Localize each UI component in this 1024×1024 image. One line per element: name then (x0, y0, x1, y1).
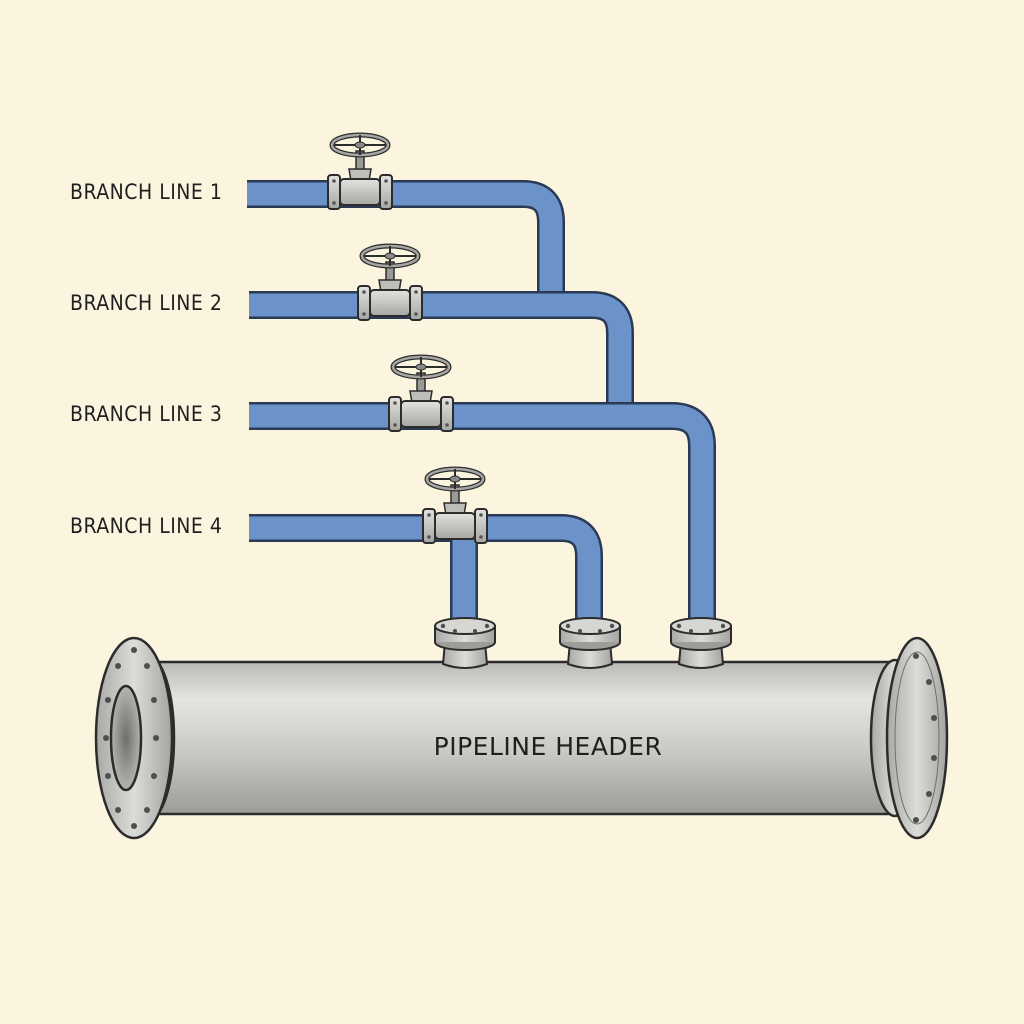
pipeline-header-label: PIPELINE HEADER (434, 732, 663, 761)
pipe-flange-icon (559, 617, 621, 669)
gate-valve-icon[interactable] (358, 246, 422, 320)
branch-labels: BRANCH LINE 1 BRANCH LINE 2 BRANCH LINE … (70, 180, 222, 538)
pipeline-header: PIPELINE HEADER (94, 636, 949, 840)
gate-valve-icon[interactable] (423, 469, 487, 543)
header-right-flange (869, 636, 949, 840)
pipe-flange-icon (670, 617, 732, 669)
branch-line-4-label: BRANCH LINE 4 (70, 514, 222, 538)
branch-line-4-pipe (249, 514, 603, 624)
gate-valve-icon[interactable] (389, 357, 453, 431)
branch-pipes (247, 180, 716, 624)
header-nozzles (434, 617, 732, 669)
branch-line-1-label: BRANCH LINE 1 (70, 180, 222, 204)
gate-valve-icon[interactable] (328, 135, 392, 209)
branch-line-3-label: BRANCH LINE 3 (70, 402, 222, 426)
header-left-flange (94, 636, 176, 840)
pipe-flange-icon (434, 617, 496, 669)
branch-line-2-label: BRANCH LINE 2 (70, 291, 222, 315)
